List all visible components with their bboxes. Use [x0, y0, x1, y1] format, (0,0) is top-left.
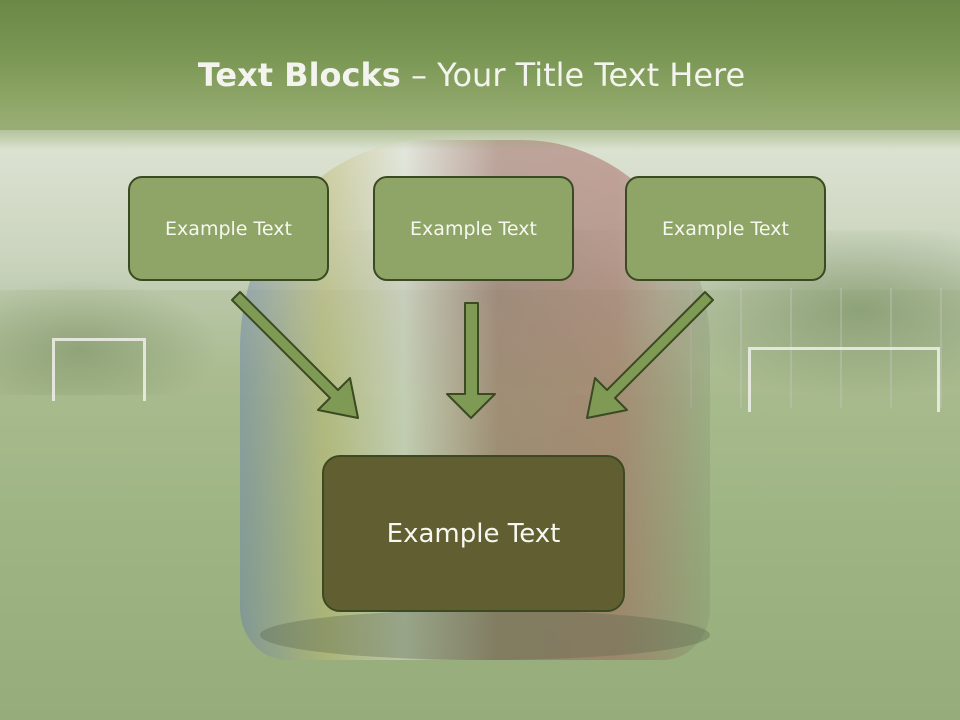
text-block-1[interactable]: Example Text [128, 176, 329, 281]
text-block-2[interactable]: Example Text [373, 176, 574, 281]
text-block-2-label: Example Text [410, 217, 537, 240]
text-block-1-label: Example Text [165, 217, 292, 240]
title-rest: Your Title Text Here [437, 56, 746, 94]
title-bar [0, 0, 960, 150]
title-separator: – [400, 56, 438, 94]
title-bold: Text Blocks [197, 56, 401, 94]
soccer-goal-left [52, 338, 146, 401]
background-shadow [260, 610, 710, 660]
text-block-3-label: Example Text [662, 217, 789, 240]
text-block-main[interactable]: Example Text [322, 455, 625, 612]
text-block-main-label: Example Text [386, 518, 561, 549]
soccer-goal-right [748, 347, 940, 412]
text-block-3[interactable]: Example Text [625, 176, 826, 281]
slide-title: Text Blocks – Your Title Text Here [0, 52, 943, 98]
